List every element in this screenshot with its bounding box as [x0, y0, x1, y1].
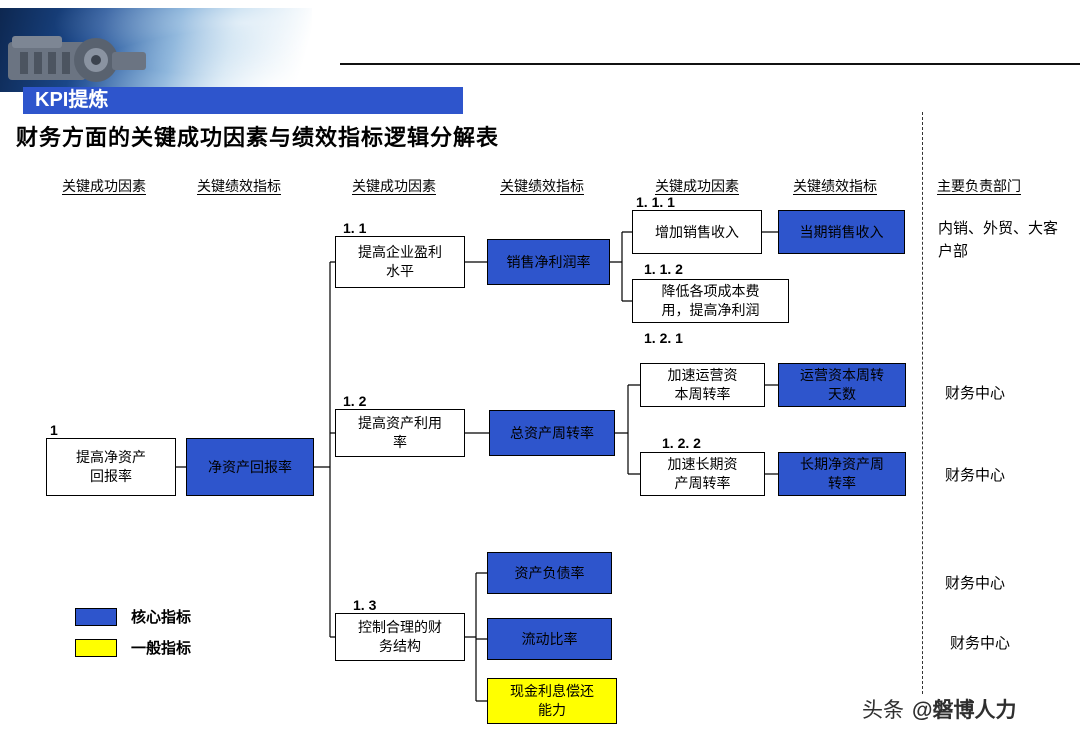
header-rule — [340, 63, 1080, 65]
node-number-1-2-1: 1. 2. 1 — [644, 330, 683, 346]
column-header-csf-2: 关键成功因素 — [352, 178, 436, 194]
node-kpi-lt-turnover: 长期净资产周 转率 — [778, 452, 906, 496]
column-header-departments: 主要负责部门 — [937, 178, 1021, 194]
legend-general: 一般指标 — [75, 637, 191, 658]
node-number-1-1: 1. 1 — [343, 220, 367, 236]
node-kpi-asset-turnover: 总资产周转率 — [489, 410, 615, 456]
node-number-1-1-1: 1. 1. 1 — [636, 194, 675, 210]
node-csf-roe: 提高净资产 回报率 — [46, 438, 176, 496]
node-csf-longterm-asset: 加速长期资 产周转率 — [640, 452, 765, 496]
department-finance-4: 财务中心 — [950, 635, 1011, 652]
watermark-handle: @磐博人力 — [912, 699, 1017, 722]
column-header-csf-1: 关键成功因素 — [62, 178, 146, 194]
department-sales: 内销、外贸、大客 户部 — [938, 220, 1059, 260]
node-number-1-3: 1. 3 — [353, 597, 377, 613]
page-title: 财务方面的关键成功因素与绩效指标逻辑分解表 — [16, 125, 500, 150]
column-header-kpi-1: 关键绩效指标 — [197, 178, 281, 194]
node-kpi-net-margin: 销售净利润率 — [487, 239, 610, 285]
department-finance-3: 财务中心 — [945, 575, 1006, 592]
section-banner: KPI提炼 — [23, 87, 463, 114]
department-finance-1: 财务中心 — [945, 385, 1006, 402]
machinery-graphic — [8, 36, 146, 82]
node-number-1-1-2: 1. 1. 2 — [644, 261, 683, 277]
node-number-1-2: 1. 2 — [343, 393, 367, 409]
column-header-kpi-2: 关键绩效指标 — [500, 178, 584, 194]
general-indicator-swatch — [75, 638, 117, 657]
department-finance-2: 财务中心 — [945, 467, 1006, 484]
node-kpi-current-ratio: 流动比率 — [487, 618, 612, 660]
node-number-1: 1 — [50, 422, 58, 438]
department-separator-line — [922, 112, 923, 694]
node-csf-profitability: 提高企业盈利 水平 — [335, 236, 465, 288]
node-csf-fin-structure: 控制合理的财 务结构 — [335, 613, 465, 661]
core-indicator-label: 核心指标 — [131, 609, 192, 626]
column-header-csf-3: 关键成功因素 — [655, 178, 739, 194]
node-csf-sales-growth: 增加销售收入 — [632, 210, 762, 254]
node-kpi-current-sales: 当期销售收入 — [778, 210, 905, 254]
node-kpi-interest-cover: 现金利息偿还 能力 — [487, 678, 617, 724]
machinery-photo — [0, 8, 312, 92]
general-indicator-label: 一般指标 — [131, 640, 192, 657]
node-csf-working-capital: 加速运营资 本周转率 — [640, 363, 765, 407]
node-csf-asset-use: 提高资产利用 率 — [335, 409, 465, 457]
watermark: 头条 @磐博人力 — [862, 694, 1016, 724]
node-kpi-roe: 净资产回报率 — [186, 438, 314, 496]
node-number-1-2-2: 1. 2. 2 — [662, 435, 701, 451]
node-kpi-wc-days: 运营资本周转 天数 — [778, 363, 906, 407]
legend-core: 核心指标 — [75, 606, 191, 627]
node-csf-cost-reduction: 降低各项成本费 用，提高净利润 — [632, 279, 789, 323]
node-kpi-debt-ratio: 资产负债率 — [487, 552, 612, 594]
core-indicator-swatch — [75, 607, 117, 626]
column-header-kpi-3: 关键绩效指标 — [793, 178, 877, 194]
section-banner-label: KPI提炼 — [35, 89, 109, 111]
watermark-prefix: 头条 — [862, 699, 904, 722]
